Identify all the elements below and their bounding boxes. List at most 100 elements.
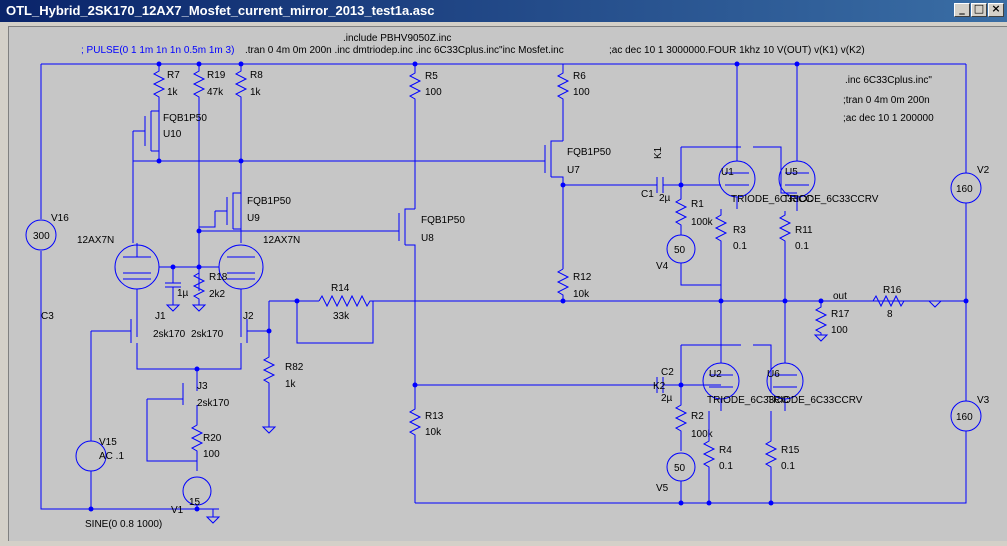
v4-source[interactable]: 50 V4: [656, 234, 721, 286]
r4-resistor[interactable]: R4 0.1: [702, 411, 733, 503]
r13-resistor[interactable]: R13 10k: [408, 385, 444, 503]
r12-value: 10k: [573, 289, 590, 300]
tube-right-model: 12AX7N: [263, 235, 300, 246]
j2-model: 2sk170: [191, 329, 224, 340]
j3-jfet[interactable]: J3 2sk170: [146, 369, 230, 462]
u5-model: TRIODE_6C33CCRV: [783, 194, 879, 205]
v3-source[interactable]: 160 V3: [950, 395, 990, 432]
r6-value: 100: [573, 87, 590, 98]
u8-model: FQB1P50: [421, 215, 465, 226]
r18-resistor[interactable]: R18 2k2: [191, 267, 228, 312]
u7-model: FQB1P50: [567, 147, 611, 158]
tube-12ax7-left[interactable]: 12AX7N: [77, 235, 160, 290]
v16-source[interactable]: 300 V16: [25, 213, 69, 251]
j1-jfet[interactable]: J1 2sk170: [91, 289, 197, 370]
u2-model: TRIODE_6C33CC: [707, 395, 789, 406]
v3-value: 160: [956, 412, 973, 423]
r20-resistor[interactable]: R20 100: [190, 417, 222, 471]
directive-tran2[interactable]: ;tran 0 4m 0m 200n: [843, 95, 930, 106]
close-icon: ×: [991, 2, 1001, 15]
directive-tran-include[interactable]: .tran 0 4m 0m 200n .inc dmtriodep.inc .i…: [245, 45, 564, 56]
v2-source[interactable]: 160 V2: [950, 165, 990, 204]
v4-value: 50: [674, 245, 686, 256]
directive-ac-four[interactable]: ;ac dec 10 1 3000000.FOUR 1khz 10 V(OUT)…: [609, 45, 865, 56]
directive-include-pbhv[interactable]: .include PBHV9050Z.inc: [343, 33, 451, 44]
cap-1u[interactable]: 1µ: [165, 267, 189, 312]
schematic-canvas[interactable]: ; PULSE(0 1 1m 1n 1n 0.5m 1m 3) .include…: [8, 26, 1007, 541]
c2-value: 2µ: [661, 393, 673, 404]
close-button[interactable]: ×: [988, 2, 1004, 17]
directive-sine[interactable]: SINE(0 0.8 1000): [85, 519, 162, 530]
directive-ac2[interactable]: ;ac dec 10 1 200000: [843, 113, 934, 124]
j2-jfet[interactable]: J2 2sk170: [191, 289, 269, 370]
r14-resistor[interactable]: R14 33k: [296, 283, 374, 344]
minimize-button[interactable]: _: [954, 2, 970, 17]
u8-ref: U8: [421, 233, 434, 244]
cap-1u-value: 1µ: [177, 288, 189, 299]
u1-triode[interactable]: U1 TRIODE_6C33CC: [718, 64, 813, 209]
r5-ref: R5: [425, 71, 438, 82]
v3-ref: V3: [977, 395, 990, 406]
directive-inc-6c33[interactable]: .inc 6C33Cplus.inc": [845, 75, 932, 86]
r1-resistor[interactable]: R1 100k: [674, 146, 741, 235]
r12-resistor[interactable]: R12 10k: [556, 268, 592, 301]
r3-value: 0.1: [733, 241, 747, 252]
r8-value: 1k: [250, 87, 262, 98]
j2-ref: J2: [243, 311, 254, 322]
r3-resistor[interactable]: R3 0.1: [714, 209, 747, 301]
r13-value: 10k: [425, 427, 442, 438]
c2-ref: C2: [661, 367, 674, 378]
u7-mosfet[interactable]: FQB1P50 U7: [541, 140, 611, 185]
v16-value: 300: [33, 231, 50, 242]
u9-model: FQB1P50: [247, 196, 291, 207]
c1-capacitor[interactable]: C1 2µ: [641, 177, 721, 204]
schematic-svg[interactable]: ; PULSE(0 1 1m 1n 1n 0.5m 1m 3) .include…: [9, 27, 1007, 541]
r82-resistor[interactable]: R82 1k: [261, 301, 304, 434]
v15-value: AC .1: [99, 451, 124, 462]
r2-resistor[interactable]: R2 100k: [674, 344, 741, 451]
r20-value: 100: [203, 449, 220, 460]
r18-ref: R18: [209, 272, 228, 283]
u7-ref: U7: [567, 165, 580, 176]
k1-drive-wire[interactable]: [562, 184, 657, 269]
c2-capacitor[interactable]: C2 2µ: [656, 367, 721, 404]
v1-source[interactable]: 15 V1: [171, 476, 221, 524]
u2-triode[interactable]: U2 TRIODE_6C33CC: [702, 301, 789, 411]
r15-value: 0.1: [781, 461, 795, 472]
tube-12ax7-right[interactable]: 12AX7N: [218, 235, 300, 290]
v16-wire[interactable]: [40, 64, 219, 510]
r7-resistor[interactable]: R7 1k: [152, 64, 180, 161]
directive-pulse[interactable]: ; PULSE(0 1 1m 1n 1n 0.5m 1m 3): [81, 45, 234, 56]
j1-ref: J1: [155, 311, 166, 322]
title-bar[interactable]: OTL_Hybrid_2SK170_12AX7_Mosfet_current_m…: [0, 0, 1007, 22]
minimize-icon: _: [959, 2, 965, 15]
r15-ref: R15: [781, 445, 800, 456]
r11-resistor[interactable]: R11 0.1: [778, 211, 813, 301]
r16-value: 8: [887, 309, 893, 320]
u8-mosfet[interactable]: FQB1P50 U8: [199, 208, 465, 385]
restore-icon: □: [973, 2, 985, 15]
junction-dots: [88, 61, 969, 512]
u5-triode[interactable]: U5 TRIODE_6C33CCRV: [753, 64, 879, 211]
restore-button[interactable]: □: [971, 2, 987, 17]
u5-ref: U5: [785, 167, 798, 178]
r1-ref: R1: [691, 199, 704, 210]
r5-resistor[interactable]: R5 100: [408, 64, 442, 209]
r4-value: 0.1: [719, 461, 733, 472]
r8-resistor[interactable]: R8 1k: [234, 64, 263, 243]
r16-resistor[interactable]: R16 8: [872, 285, 942, 320]
u10-mosfet[interactable]: FQB1P50 U10: [132, 101, 207, 243]
r15-resistor[interactable]: R15 0.1: [764, 411, 800, 503]
r17-resistor[interactable]: R17 100: [813, 301, 850, 342]
r19-resistor[interactable]: R19 47k: [192, 64, 226, 291]
u9-mosfet[interactable]: FQB1P50 U9: [199, 192, 291, 230]
r82-value: 1k: [285, 379, 297, 390]
r17-ref: R17: [831, 309, 850, 320]
r6-resistor[interactable]: R6 100: [556, 64, 590, 141]
r6-ref: R6: [573, 71, 586, 82]
v5-source[interactable]: 50 V5: [656, 452, 696, 503]
u10-model: FQB1P50: [163, 113, 207, 124]
u6-triode[interactable]: U6 TRIODE_6C33CCRV: [753, 301, 863, 411]
v15-source[interactable]: V15 AC .1: [75, 331, 124, 509]
